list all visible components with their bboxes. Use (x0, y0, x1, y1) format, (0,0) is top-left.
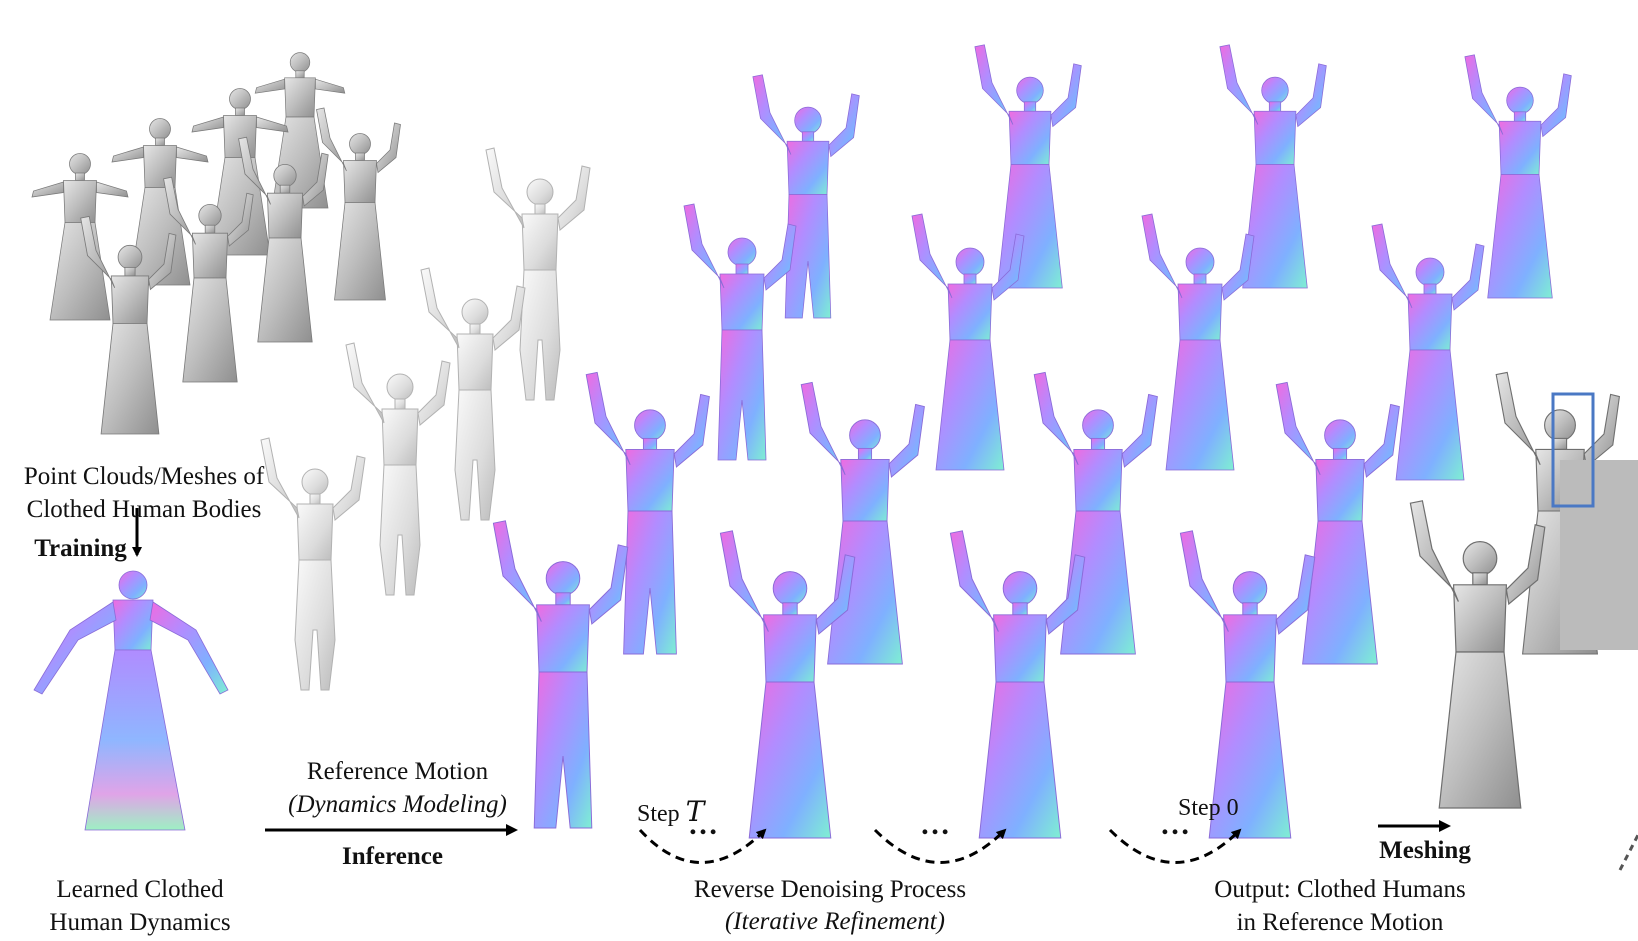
dots-2: … (920, 808, 954, 841)
col4-fig-front (1180, 531, 1314, 838)
output-label: Output: Clothed Humans in Reference Moti… (1175, 873, 1505, 939)
reverse-denoising-label: Reverse Denoising Process (693, 876, 967, 903)
learned-line-2: Human Dynamics (49, 909, 231, 936)
dots-3: … (1160, 808, 1194, 841)
iterative-refinement-label: (Iterative Refinement) (724, 908, 946, 935)
continuation-dash (1618, 834, 1638, 871)
denoise-arc-3 (1108, 828, 1242, 864)
learned-dynamics-label: Learned Clothed Human Dynamics (20, 873, 260, 939)
dynamics-modeling-label: (Dynamics Modeling) (288, 791, 507, 818)
denoise-arc-2 (873, 828, 1007, 864)
meshing-label: Meshing (1379, 837, 1471, 864)
training-mesh-group (31, 52, 401, 434)
step-t-label: Step T (637, 795, 704, 828)
denoising-figures (493, 45, 1571, 838)
col2-fig-front (720, 531, 854, 838)
step-t-symbol: T (685, 795, 705, 828)
highlight-box (1551, 392, 1595, 508)
col3-fig-2 (1034, 372, 1157, 654)
col3-fig-back (1220, 45, 1326, 288)
col2-fig-back (975, 45, 1081, 288)
training-data-line-2: Clothed Human Bodies (26, 496, 262, 523)
training-data-label: Point Clouds/Meshes of Clothed Human Bod… (0, 460, 288, 526)
inference-label: Inference (342, 843, 443, 870)
step-t-prefix: Step (637, 801, 680, 827)
dots-1: … (688, 808, 722, 841)
col3-fig-3 (1142, 214, 1254, 470)
training-label: Training (34, 535, 127, 562)
col3-fig-front (950, 531, 1084, 838)
step-0-label: Step 0 (1178, 795, 1239, 821)
output-line-2: in Reference Motion (1236, 909, 1444, 936)
output-mesh-group (1410, 372, 1638, 808)
col4-fig-2 (1276, 382, 1399, 664)
denoise-arc-1 (638, 828, 767, 864)
training-data-line-1: Point Clouds/Meshes of (23, 463, 265, 490)
reference-motion-label: Reference Motion (306, 758, 489, 785)
output-line-1: Output: Clothed Humans (1214, 876, 1466, 903)
learned-dynamics-figure (33, 570, 229, 831)
learned-line-1: Learned Clothed (56, 876, 224, 903)
